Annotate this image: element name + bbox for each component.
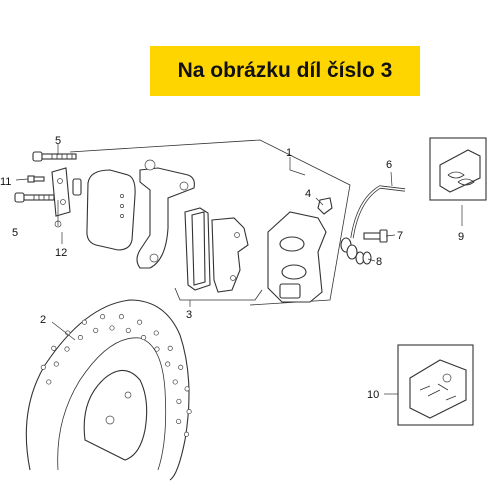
disc-drill-holes bbox=[40, 314, 192, 437]
bolt-lower bbox=[14, 192, 55, 203]
callout-1: 1 bbox=[286, 147, 292, 159]
spacer-washers bbox=[72, 178, 82, 196]
brake-pads bbox=[184, 207, 249, 293]
callout-11: 11 bbox=[0, 176, 11, 188]
brake-hose bbox=[340, 185, 406, 260]
pads-bracket-line bbox=[174, 287, 263, 301]
highlight-banner: Na obrázku díl číslo 3 bbox=[150, 46, 420, 96]
disc-hole bbox=[81, 319, 87, 325]
disc-hole bbox=[176, 418, 182, 424]
disc-hole bbox=[109, 325, 115, 331]
disc-hole bbox=[186, 409, 192, 415]
callout-10: 10 bbox=[367, 389, 379, 401]
kit-box-9 bbox=[429, 137, 487, 201]
callout-7: 7 bbox=[397, 230, 403, 242]
callout-3: 3 bbox=[186, 309, 192, 321]
disc-hole bbox=[154, 346, 160, 352]
banjo-bolt bbox=[363, 229, 388, 243]
lock-plate bbox=[51, 167, 71, 228]
caliper-body bbox=[267, 211, 327, 303]
callout-4: 4 bbox=[305, 188, 311, 200]
disc-hole bbox=[100, 314, 106, 320]
disc-hole bbox=[184, 386, 190, 392]
disc-hole bbox=[167, 345, 173, 351]
callout-2: 2 bbox=[40, 314, 46, 326]
callout-9: 9 bbox=[458, 231, 464, 243]
disc-hole bbox=[93, 327, 99, 333]
callout-6: 6 bbox=[386, 159, 392, 171]
small-bolt bbox=[27, 175, 45, 183]
disc-hole bbox=[46, 379, 52, 385]
backing-plate bbox=[86, 169, 136, 251]
disc-hole bbox=[153, 330, 159, 336]
disc-hole bbox=[183, 431, 190, 437]
disc-hole bbox=[40, 364, 46, 370]
sealing-washers bbox=[355, 251, 372, 265]
kit-box-10 bbox=[397, 344, 474, 426]
bleed-valve bbox=[317, 197, 333, 215]
disc-hole bbox=[172, 379, 178, 385]
disc-hole bbox=[165, 361, 171, 367]
brake-disc bbox=[25, 299, 190, 481]
disc-hole bbox=[141, 335, 147, 341]
caliper-bracket bbox=[136, 159, 195, 269]
banner-text: Na obrázku díl číslo 3 bbox=[177, 59, 393, 82]
disc-hole bbox=[77, 335, 83, 341]
disc-hole bbox=[51, 345, 57, 351]
disc-hole bbox=[137, 319, 143, 325]
disc-hole bbox=[178, 364, 184, 370]
leader-lines bbox=[15, 144, 463, 395]
disc-hole bbox=[53, 361, 59, 367]
callout-labels: 1 2 3 4 5 5 6 7 8 9 10 11 12 bbox=[0, 135, 464, 401]
disc-hole bbox=[118, 314, 124, 320]
disc-hole bbox=[125, 327, 131, 333]
callout-12: 12 bbox=[55, 247, 67, 259]
callout-5-top: 5 bbox=[55, 135, 61, 147]
disc-hole bbox=[176, 398, 182, 404]
disc-hole bbox=[64, 346, 70, 352]
callout-5-bottom: 5 bbox=[12, 227, 18, 239]
bolt-upper bbox=[32, 151, 77, 162]
callout-8: 8 bbox=[376, 256, 382, 268]
